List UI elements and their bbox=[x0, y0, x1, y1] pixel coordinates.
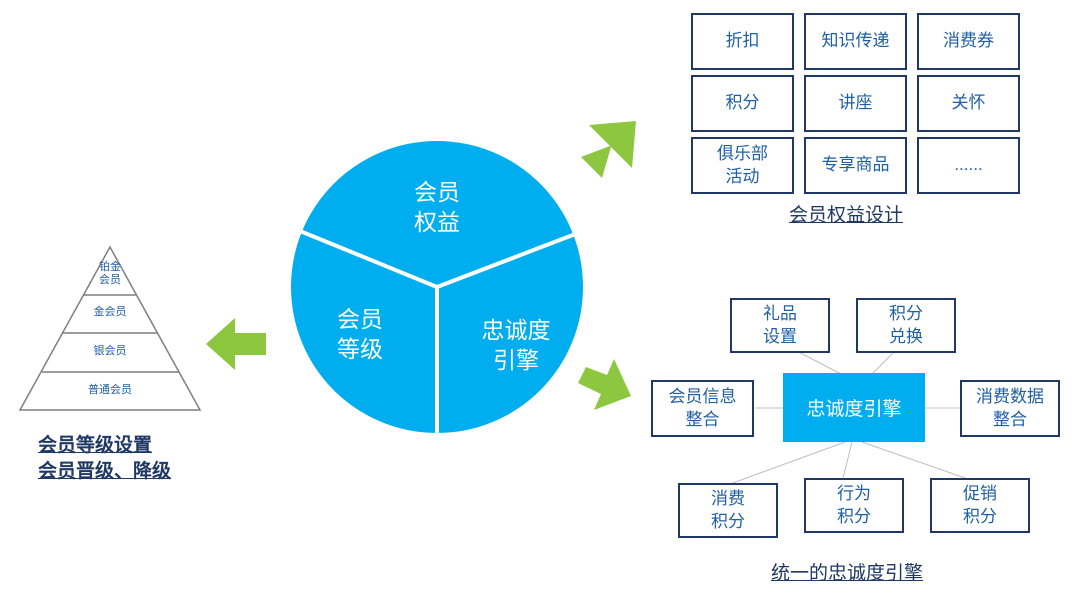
pyramid-level-gold: 金会员 bbox=[93, 306, 127, 318]
engine-node-member-info: 会员信息 整合 bbox=[651, 380, 754, 437]
benefit-club: 俱乐部 活动 bbox=[691, 137, 794, 194]
benefit-knowledge: 知识传递 bbox=[804, 13, 907, 70]
engine-node-behavior-points: 行为 积分 bbox=[804, 478, 904, 533]
engine-node-promo-points: 促销 积分 bbox=[930, 478, 1030, 533]
benefit-points: 积分 bbox=[691, 75, 794, 132]
pyramid-level-silver: 银会员 bbox=[93, 345, 127, 357]
arrow-lower-right-icon bbox=[578, 359, 631, 410]
benefit-voucher: 消费券 bbox=[917, 13, 1020, 70]
arrow-upper-right-icon bbox=[581, 121, 636, 178]
circle-label-level: 会员 等级 bbox=[337, 306, 383, 362]
benefit-care: 关怀 bbox=[917, 75, 1020, 132]
benefit-lecture: 讲座 bbox=[804, 75, 907, 132]
engine-node-gift: 礼品 设置 bbox=[730, 298, 830, 353]
pyramid-caption-line2: 会员晋级、降级 bbox=[38, 461, 172, 482]
benefit-discount: 折扣 bbox=[691, 13, 794, 70]
benefits-caption: 会员权益设计 bbox=[789, 205, 904, 226]
benefit-more: ...... bbox=[917, 137, 1020, 194]
pyramid-level-platinum: 铂金 会员 bbox=[99, 261, 121, 287]
pyramid-level-regular: 普通会员 bbox=[88, 384, 132, 396]
pyramid-caption-line1: 会员等级设置 bbox=[38, 435, 153, 456]
engine-core: 忠诚度引擎 bbox=[783, 373, 925, 442]
arrow-left-icon bbox=[206, 318, 266, 370]
engine-node-consumption-data: 消费数据 整合 bbox=[960, 380, 1060, 437]
pyramid bbox=[18, 245, 202, 411]
engine-node-redeem: 积分 兑换 bbox=[856, 298, 956, 353]
engine-node-consumption-points: 消费 积分 bbox=[678, 483, 778, 538]
circle-label-loyalty: 忠诚度 引擎 bbox=[481, 317, 551, 373]
engine-caption: 统一的忠诚度引擎 bbox=[771, 563, 924, 584]
circle-label-benefits: 会员 权益 bbox=[414, 179, 460, 235]
circle-dividers bbox=[299, 229, 579, 433]
benefit-exclusive: 专享商品 bbox=[804, 137, 907, 194]
